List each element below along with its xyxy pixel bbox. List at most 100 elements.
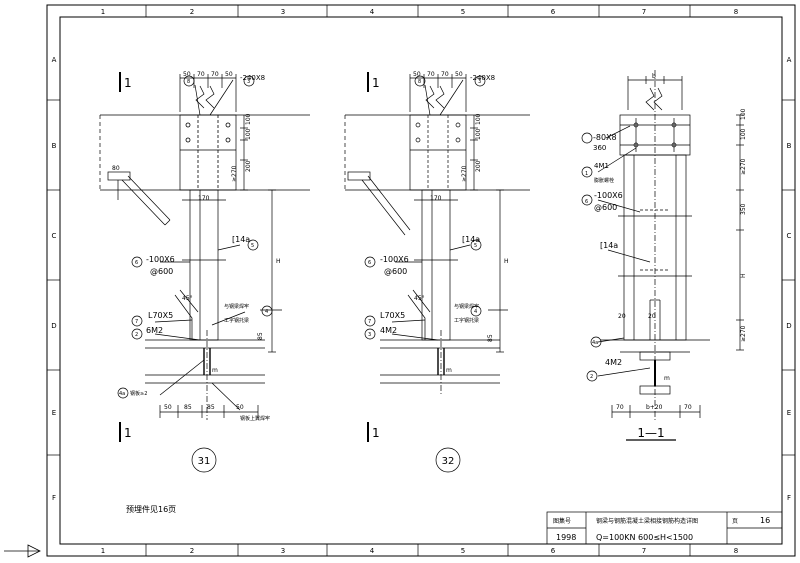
- note: 工字钢托梁: [224, 317, 249, 324]
- dim: 70: [211, 71, 219, 78]
- col-number: 4: [370, 547, 375, 555]
- dim: 350: [740, 203, 747, 215]
- dim: b: [652, 73, 656, 80]
- dim: 170: [198, 195, 210, 202]
- ref-number: 7: [368, 319, 371, 325]
- title-line1: 钢梁与钢筋混凝土梁相接钢筋构造详图: [596, 517, 698, 525]
- row-letter: E: [787, 409, 791, 417]
- section-title: 1—1: [637, 426, 664, 440]
- row-letter: F: [52, 494, 56, 502]
- row-letter: B: [787, 142, 792, 150]
- dim: 170: [430, 195, 442, 202]
- ref-number: 6: [135, 260, 138, 266]
- row-letter: C: [787, 232, 792, 240]
- outer-border: [46, 4, 796, 557]
- row-letter: C: [52, 232, 57, 240]
- plate-label: -80X8: [593, 133, 617, 142]
- section-mark: 1: [124, 76, 132, 90]
- ref-number: 5: [251, 243, 254, 249]
- detail-31: [99, 72, 310, 473]
- dim: 70: [441, 71, 449, 78]
- ref-number: 5: [474, 243, 477, 249]
- dim-h: H: [740, 273, 747, 278]
- dim: ≥270: [740, 158, 747, 175]
- col-number: 1: [101, 8, 105, 16]
- angle-label: L70X5: [148, 311, 173, 320]
- dim: b+20: [646, 404, 663, 411]
- dim: 85: [487, 334, 494, 342]
- ref-number: 8: [187, 79, 190, 85]
- dim: m: [664, 375, 670, 382]
- bolt-label: 4M2: [380, 326, 397, 335]
- section-mark: 1: [372, 426, 380, 440]
- ref-number: 3: [247, 79, 250, 85]
- dim: m: [212, 367, 218, 374]
- note: 膨胀螺栓: [594, 177, 614, 184]
- dim: 100: [740, 108, 747, 120]
- dim: 100: [245, 113, 252, 125]
- ref-number: 4: [265, 309, 268, 315]
- channel-label: [14a: [232, 235, 250, 244]
- stiff-label: -100X6: [146, 255, 175, 264]
- col-number: 2: [190, 547, 194, 555]
- col-number: 4: [370, 8, 375, 16]
- title-line2: Q=100KN 600≤H<1500: [596, 533, 693, 542]
- plate-label: -240X8: [470, 74, 495, 82]
- dim: 70: [197, 71, 205, 78]
- dim: 80: [112, 165, 120, 172]
- dim: 100: [475, 113, 482, 125]
- dim: 85: [184, 404, 192, 411]
- ref-number: 7: [135, 319, 138, 325]
- plate-label: -240X8: [240, 74, 265, 82]
- col-number: 3: [281, 547, 285, 555]
- dim: 70: [616, 404, 624, 411]
- col-number: 6: [551, 8, 556, 16]
- channel-label: [14a: [462, 235, 480, 244]
- dim: 50: [225, 71, 233, 78]
- dim: 70: [427, 71, 435, 78]
- dim: 50: [455, 71, 463, 78]
- atlas-label: 图集号: [553, 517, 571, 525]
- note: 工字钢托梁: [454, 317, 479, 324]
- dim-h: H: [276, 258, 281, 265]
- row-letter: D: [51, 322, 56, 330]
- inner-border: [59, 16, 783, 545]
- section-mark: 1: [124, 426, 132, 440]
- dim: 50: [164, 404, 172, 411]
- ref-number: 4: [474, 309, 477, 315]
- note: 与钢梁焊牢: [224, 303, 249, 310]
- dim: 100: [740, 128, 747, 140]
- dim: 50: [413, 71, 421, 78]
- bolt-label: 4M2: [605, 358, 622, 367]
- ref-number: 1: [585, 171, 588, 177]
- atlas-year: 1998: [556, 533, 576, 542]
- row-letter: D: [786, 322, 791, 330]
- dim: ≥270: [461, 165, 468, 182]
- dim: 100: [475, 128, 482, 140]
- row-letters-right: A B C D E F: [786, 56, 791, 502]
- dim: m: [446, 367, 452, 374]
- ref-number: 3: [478, 79, 481, 85]
- ref-number: 4a: [592, 340, 598, 346]
- page-label: 页: [732, 518, 738, 525]
- col-number: 6: [551, 547, 556, 555]
- zone-ticks: [47, 5, 795, 556]
- dim: 85: [257, 332, 264, 340]
- dim: 20: [648, 313, 656, 320]
- bolt-label: 6M2: [146, 326, 163, 335]
- row-letter: A: [787, 56, 792, 64]
- col-number: 2: [190, 8, 194, 16]
- angle-deg: 45°: [182, 295, 193, 302]
- ref-number: 6: [368, 260, 371, 266]
- col-number: 3: [281, 8, 285, 16]
- stiff-label: -100X6: [594, 191, 623, 200]
- dim: 50: [236, 404, 244, 411]
- anchor-label: 4M1: [594, 162, 609, 170]
- north-arrow-icon: [4, 544, 41, 558]
- detail-bubble: 31: [198, 456, 211, 467]
- dim: 85: [207, 404, 215, 411]
- col-number: 7: [642, 547, 646, 555]
- col-numbers-top: 1 2 3 4 5 6 7 8: [101, 8, 738, 16]
- ref-number: 2: [590, 374, 593, 380]
